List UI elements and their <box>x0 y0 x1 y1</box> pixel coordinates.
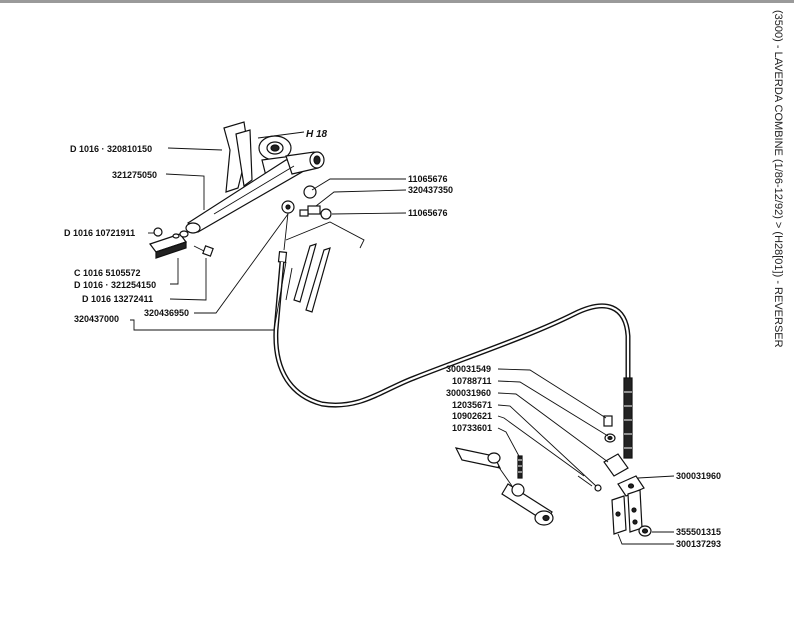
nut-washer-stack <box>603 415 616 443</box>
small-bracket-part <box>603 453 629 477</box>
shift-arm-part <box>454 447 554 526</box>
bolt-part <box>193 245 214 257</box>
leader-ll-5 <box>497 427 521 459</box>
leader-ll-2 <box>497 392 609 463</box>
page-side-title: (3500) - LAVERDA COMBINE (1/86-12/92) > … <box>772 10 784 348</box>
lever-ref-leader <box>257 131 305 139</box>
leader-left-6 <box>194 213 289 314</box>
leader-ur-1 <box>315 189 407 207</box>
callout-left-7: 320437000 <box>74 314 119 324</box>
fork-plates-part <box>611 489 643 535</box>
callout-lower-left-4: 10902621 <box>452 411 492 421</box>
cable-threaded-end <box>623 377 633 459</box>
lever-part <box>185 151 325 234</box>
callout-left-4: D 1016 · 321254150 <box>74 280 156 290</box>
callout-upper-right-0: 11065676 <box>408 174 448 184</box>
leader-left-3 <box>170 258 179 285</box>
callout-left-1: 321275050 <box>112 170 157 180</box>
callout-lower-right-0: 300031960 <box>676 471 721 481</box>
lever-ref-label: H 18 <box>306 129 328 140</box>
pin-part <box>594 484 602 492</box>
leader-left-7 <box>130 261 287 331</box>
callout-left-0: D 1016 · 320810150 <box>70 144 152 154</box>
callout-lower-left-5: 10733601 <box>452 423 492 433</box>
callout-lower-right-2: 300137293 <box>676 539 721 549</box>
top-rule <box>0 0 794 3</box>
callout-upper-right-1: 320437350 <box>408 185 453 195</box>
washer-part <box>638 525 652 537</box>
leader-ur-0 <box>311 178 406 191</box>
leader-left-5 <box>169 258 207 301</box>
guide-plate-part <box>285 221 365 313</box>
leader-left-0 <box>167 147 223 151</box>
callout-upper-right-2: 11065676 <box>408 208 448 218</box>
cable-end-part <box>277 200 295 264</box>
callout-left-6: 320436950 <box>144 308 189 318</box>
callout-left-3: C 1016 5105572 <box>74 268 141 278</box>
leader-left-1 <box>165 173 205 210</box>
callout-lower-right-1: 355501315 <box>676 527 721 537</box>
leader-lr-0 <box>637 475 675 479</box>
leader-ll-0 <box>497 368 607 419</box>
callout-lower-left-2: 300031960 <box>446 388 491 398</box>
spring-part <box>517 455 523 479</box>
leader-lr-2 <box>617 533 674 545</box>
callout-lower-left-1: 10788711 <box>452 376 492 386</box>
nut-part <box>153 227 163 237</box>
leader-ll-3 <box>497 404 597 487</box>
clip-part <box>149 230 189 259</box>
callout-lower-left-3: 12035671 <box>452 400 492 410</box>
callout-left-2: D 1016 10721911 <box>64 228 135 238</box>
leader-ll-4 <box>497 415 585 477</box>
leader-ur-2 <box>331 212 407 215</box>
plate-hole <box>627 483 635 489</box>
callout-lower-left-0: 300031549 <box>446 364 491 374</box>
leader-ll-1 <box>497 380 609 437</box>
split-pin-part <box>577 475 593 487</box>
pin-bush-part <box>299 185 332 220</box>
callout-left-5: D 1016 13272411 <box>82 294 153 304</box>
